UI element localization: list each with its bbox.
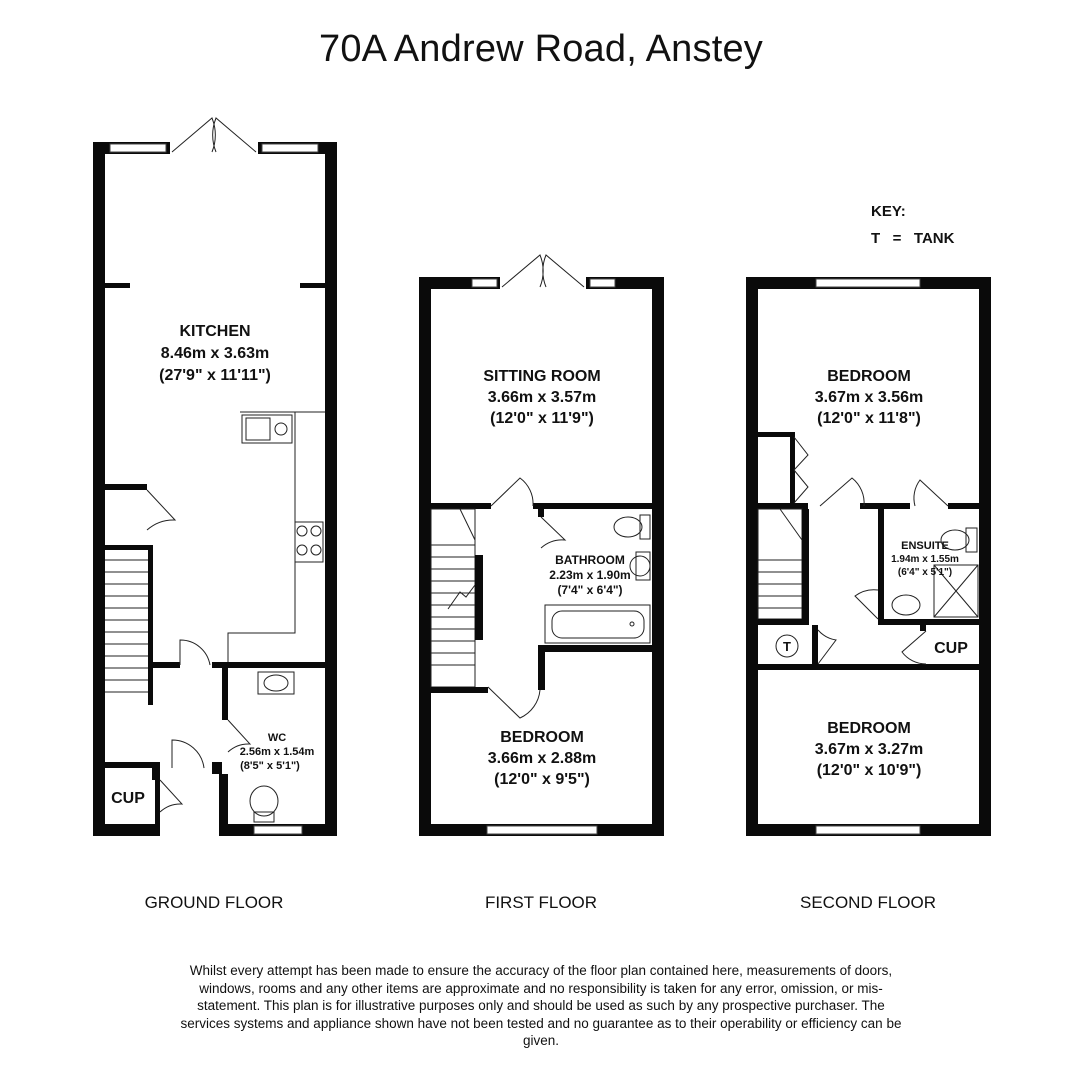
wc-metric: 2.56m x 1.54m [240,746,315,758]
ensuite-imperial: (6'4" x 5'1") [898,567,952,578]
kitchen-imperial: (27'9" x 11'11") [159,367,271,384]
key-heading: KEY: [871,203,906,220]
second-bedroom-2-metric: 3.67m x 3.27m [815,741,924,758]
second-bedroom-2-name: BEDROOM [827,720,911,737]
ground-cupboard-label: CUP [111,790,145,807]
room-labels: KITCHEN 8.46m x 3.63m (27'9" x 11'11") W… [111,323,968,807]
sitting-room-imperial: (12'0" x 11'9") [490,410,594,427]
second-floor-plan [746,277,991,836]
bathroom-metric: 2.23m x 1.90m [549,568,630,582]
ground-floor-label: GROUND FLOOR [144,893,284,912]
first-floor-plan [419,254,664,836]
second-floor-label: SECOND FLOOR [799,893,937,912]
wc-name: WC [268,732,286,744]
ground-floor-plan [93,117,337,836]
second-bedroom-2-imperial: (12'0" x 10'9") [817,762,922,779]
disclaimer-text: Whilst every attempt has been made to en… [180,963,902,1048]
wc-imperial: (8'5" x 5'1") [240,760,300,772]
key-entry: T = TANK [871,230,955,247]
plan-title: 70A Andrew Road, Anstey [318,28,763,70]
first-floor-label: FIRST FLOOR [484,893,598,912]
first-bedroom-imperial: (12'0" x 9'5") [494,771,590,788]
ensuite-metric: 1.94m x 1.55m [891,554,959,565]
first-bedroom-name: BEDROOM [500,729,584,746]
kitchen-metric: 8.46m x 3.63m [161,345,270,362]
ensuite-name: ENSUITE [901,540,949,552]
sitting-room-metric: 3.66m x 3.57m [488,389,597,406]
second-bedroom-1-metric: 3.67m x 3.56m [815,389,924,406]
tank-symbol: T [783,639,791,654]
bathroom-name: BATHROOM [555,553,625,567]
second-bedroom-1-name: BEDROOM [827,368,911,385]
first-bedroom-metric: 3.66m x 2.88m [488,750,597,767]
second-cupboard-label: CUP [934,640,968,657]
bathroom-imperial: (7'4" x 6'4") [557,583,622,597]
second-bedroom-1-imperial: (12'0" x 11'8") [817,410,921,427]
kitchen-name: KITCHEN [179,323,250,340]
sitting-room-name: SITTING ROOM [483,368,600,385]
